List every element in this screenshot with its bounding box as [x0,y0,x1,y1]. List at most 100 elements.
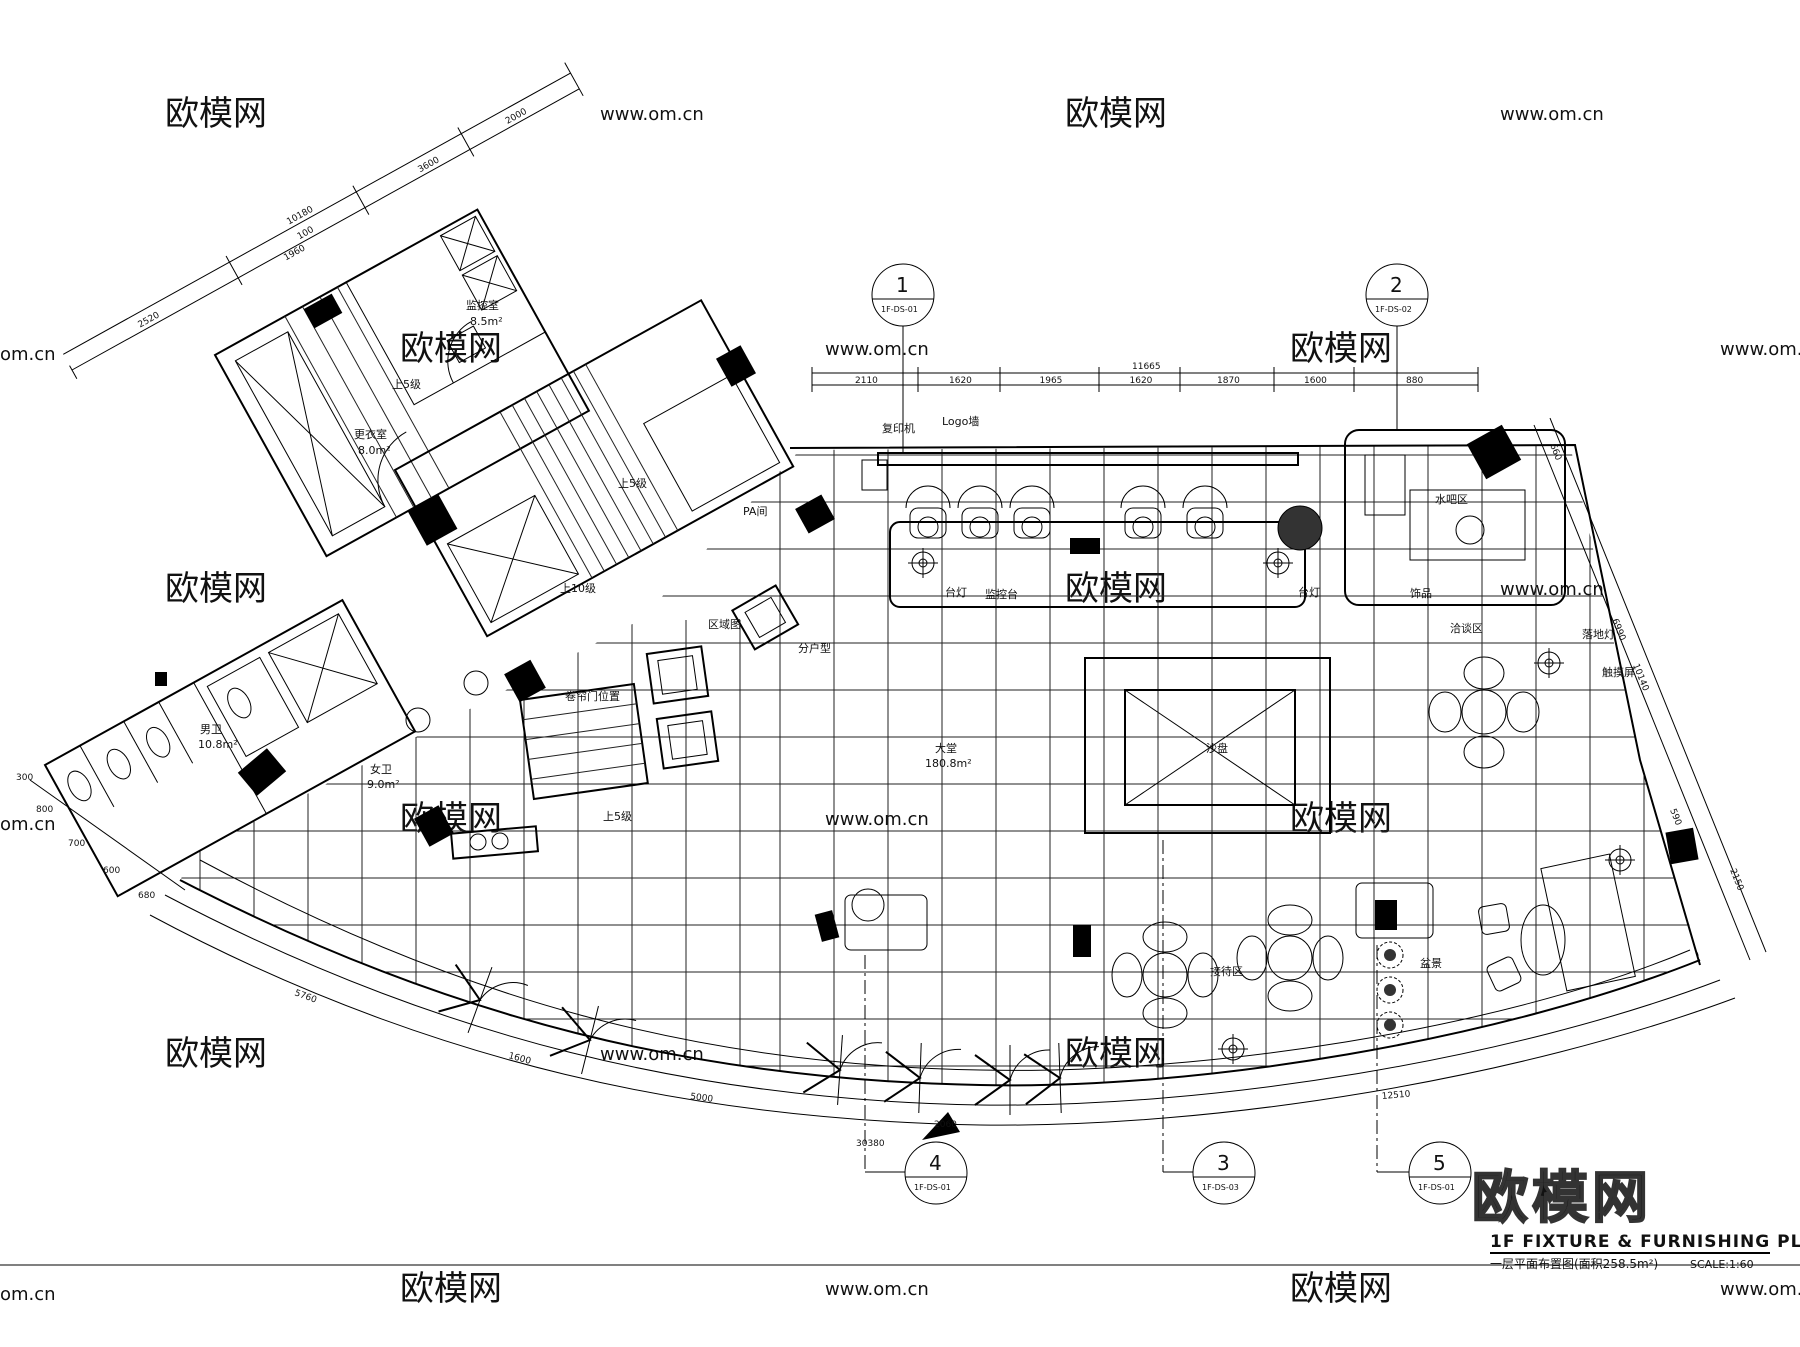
watermark-brand: 欧模网 [400,1269,502,1309]
label-floor-lamp: 落地灯 [1582,628,1615,641]
dim-bottom: 5760 [293,988,318,1005]
watermark-url: www.om.cn [825,1279,929,1300]
stair-tread [511,404,605,572]
dim-left-total: 10180 [285,205,315,228]
chair-icon [957,485,1003,539]
watermark-brand: 欧模网 [1290,1269,1392,1309]
glass-door [802,1035,883,1105]
label-potted-plant: 盆景 [1420,956,1442,970]
label-monitor-room-area: 8.5m² [470,315,503,328]
dim-top-seg: 1870 [1217,376,1240,386]
watermark-brand: 欧模网 [1065,1034,1167,1074]
dim-bottom: 12510 [1381,1090,1411,1102]
restroom-wing [43,598,417,898]
stair-tread [560,377,654,545]
label-up10: 上10级 [560,582,596,595]
label-changing-room: 更衣室 [354,427,387,441]
watermark-url: om.cn [0,1284,56,1305]
entrance-doors [438,963,1099,1115]
dim-top-seg: 1620 [1130,376,1153,386]
floor-lamp-icon [1218,1034,1248,1064]
label-unit-type: 分户型 [798,641,831,655]
dimension-left: 300 800 700 600 680 [16,773,186,901]
section-number: 4 [929,1151,942,1175]
drawing-title-en: 1F FIXTURE & FURNISHING PLAN [1490,1232,1800,1252]
watermark-url: www.om.cn [825,339,929,360]
sink-basin [405,707,431,733]
label-reception-area: 接待区 [1210,964,1243,978]
dim-top-seg: 1600 [1304,376,1327,386]
section-number: 1 [896,273,909,297]
drawing-scale: SCALE:1:60 [1690,1258,1754,1271]
logo-wall [877,452,1299,466]
watermark-brand: 欧模网 [1065,94,1167,134]
label-table-lamp-1: 台灯 [945,585,967,599]
table-lamp-icon [1263,548,1293,578]
chair-icon [1182,485,1228,539]
label-reception-desk: 监控台 [985,587,1018,601]
label-male-wc-area: 10.8m² [198,738,238,751]
dimension-bottom: 5760 1600 5000 30380 12510 2060 [293,988,1411,1149]
potted-plant-icon [1376,941,1404,969]
column-square [1375,900,1397,930]
label-female-wc-area: 9.0m² [367,778,400,791]
dim-right-seg: 590 [1667,807,1683,827]
floor-lamp-icon [1534,648,1564,678]
glass-door [438,963,529,1034]
dimension-right: 660 6990 10140 590 2150 [1533,417,1767,961]
dim-left-seg: 100 [296,225,316,242]
building-outline [149,443,1736,1126]
section-ref: 1F-DS-01 [914,1183,951,1192]
reception-monitor [1070,538,1100,554]
dim-top-seg: 1620 [949,376,972,386]
label-pa-room: PA间 [743,505,767,518]
stair-tread [585,364,679,531]
watermark-url: www.om.cn [1500,579,1604,600]
bar-stool [1455,515,1485,545]
section-ref: 1F-DS-01 [1418,1183,1455,1192]
column-square [814,910,840,942]
glass-door [1023,1043,1099,1113]
label-copier: 复印机 [882,421,915,435]
chair-icon [1009,485,1055,539]
label-up5-b: 上5级 [618,477,647,490]
section-ref: 1F-DS-03 [1202,1183,1239,1192]
service-desk [1355,882,1434,939]
lounge-set [1218,845,1636,1064]
service-block [213,208,591,558]
brand-logo: 欧模网 [1472,1166,1652,1231]
region-map-panels [645,584,800,770]
section-marker-3: 3 1F-DS-03 [1162,840,1256,1205]
reception-chairs [905,485,1228,539]
dim-top-total: 11665 [1132,362,1161,372]
watermark-url: www.om.cn [600,104,704,125]
stair-tread [524,398,617,565]
structural-columns [155,293,1699,1140]
watermark-brand: 欧模网 [1065,569,1167,609]
watermark-layer: 欧模网 www.om.cn 欧模网 www.om.cn om.cn 欧模网 ww… [0,94,1800,1309]
watermark-brand: 欧模网 [165,94,267,134]
drawing-title-cn: 一层平面布置图(面积258.5m²) [1490,1257,1658,1271]
dim-left-edge: 800 [36,805,53,815]
dim-left-edge: 680 [138,891,155,901]
sink-basin [463,670,489,696]
water-bar-cabinet [1364,454,1406,516]
label-up5-c: 上5级 [603,810,632,823]
sink-basin [491,832,509,850]
label-negotiation: 洽谈区 [1450,622,1483,635]
stair-tread [499,411,593,579]
label-female-wc: 女卫 [370,762,392,776]
stair-tread [548,384,642,552]
section-number: 2 [1390,273,1403,297]
title-block: 欧模网 1F FIXTURE & FURNISHING PLAN 一层平面布置图… [0,1165,1800,1271]
watermark-brand: 欧模网 [1290,329,1392,369]
sand-table-zone [1084,657,1331,834]
section-marker-2: 2 1F-DS-02 [1365,263,1429,430]
water-bar-zone [1344,429,1566,606]
reception-table-set [1111,921,1219,1029]
chair-icon [905,485,951,539]
section-marker-1: 1 1F-DS-01 [871,263,935,452]
floor-lamp-icon [1605,845,1635,875]
